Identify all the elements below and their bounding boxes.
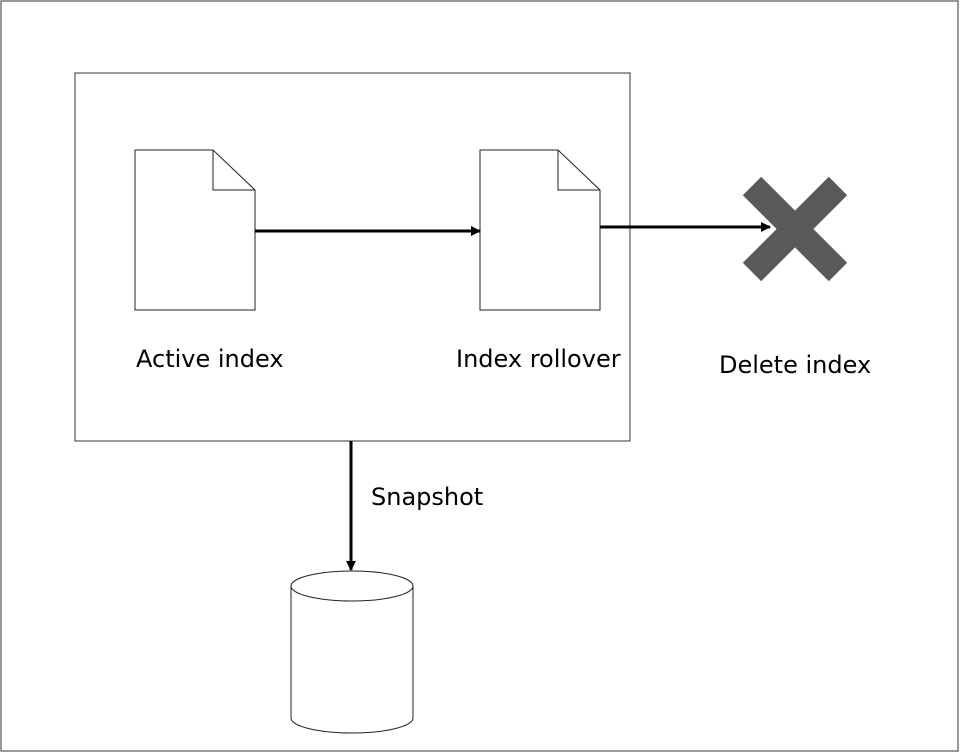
document-icon <box>134 149 256 311</box>
database-cylinder-icon <box>290 570 414 734</box>
document-icon <box>479 149 601 311</box>
snapshot-label: Snapshot <box>371 483 483 511</box>
active-index-label: Active index <box>136 345 284 373</box>
x-cross-icon <box>742 176 848 282</box>
delete-index-label: Delete index <box>719 351 871 379</box>
index-rollover-label: Index rollover <box>456 345 621 373</box>
